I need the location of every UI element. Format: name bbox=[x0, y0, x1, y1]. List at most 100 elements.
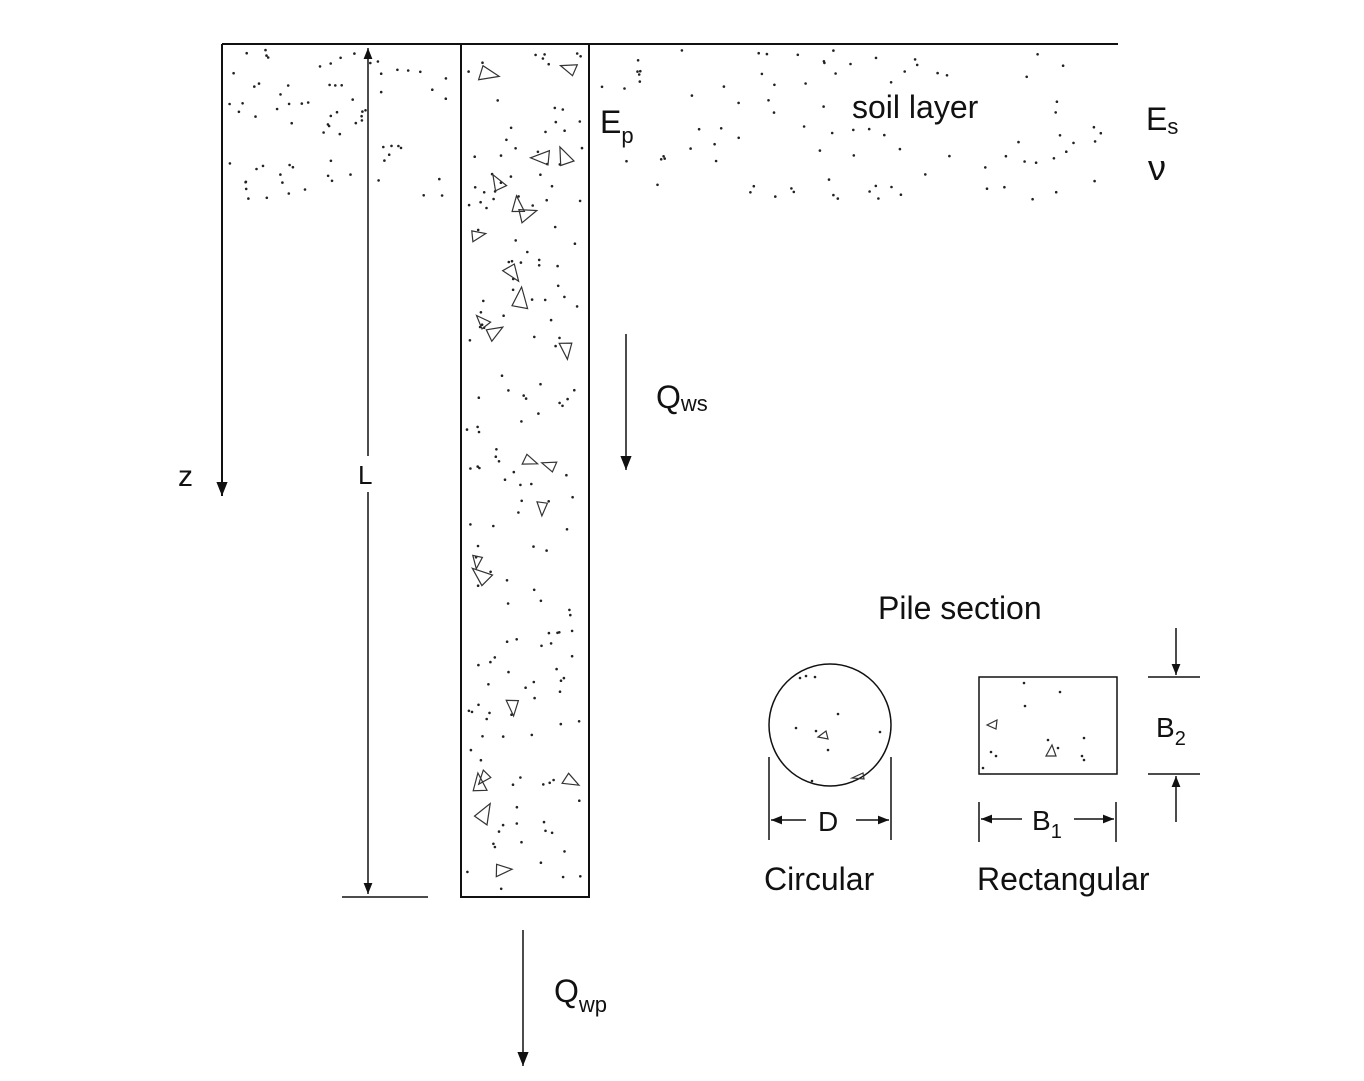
pile bbox=[460, 43, 590, 898]
stipple-dot bbox=[566, 397, 569, 401]
stipple-dot bbox=[467, 70, 470, 73]
aggregate-mark bbox=[528, 149, 551, 166]
stipple-dot bbox=[985, 187, 989, 190]
stipple-dot bbox=[1065, 150, 1068, 153]
stipple-dot bbox=[936, 71, 939, 75]
stipple-dot bbox=[360, 114, 363, 118]
stipple-dot bbox=[565, 473, 568, 477]
stipple-dot bbox=[542, 783, 545, 786]
stipple-dot bbox=[561, 875, 565, 879]
stipple-dot bbox=[899, 193, 903, 196]
stipple-dot bbox=[376, 60, 380, 63]
stipple-dot bbox=[505, 579, 509, 582]
stipple-dot bbox=[550, 184, 554, 188]
rectangular-section-texture bbox=[981, 681, 1086, 770]
stipple-dot bbox=[558, 401, 561, 405]
stipple-dot bbox=[1072, 141, 1075, 145]
stipple-dot bbox=[802, 125, 806, 128]
stipple-dot bbox=[354, 121, 358, 125]
stipple-dot bbox=[898, 147, 902, 151]
stipple-dot bbox=[1004, 154, 1008, 158]
soil-layer-label: soil layer bbox=[852, 89, 979, 125]
stipple-dot bbox=[338, 132, 342, 136]
stipple-dot bbox=[561, 404, 564, 408]
stipple-dot bbox=[852, 128, 855, 132]
stipple-dot bbox=[578, 120, 582, 123]
stipple-dot bbox=[553, 225, 557, 229]
stipple-dot bbox=[822, 105, 825, 108]
stipple-dot bbox=[493, 845, 497, 849]
stipple-dot bbox=[509, 126, 513, 130]
stipple-dot bbox=[444, 77, 448, 80]
stipple-dot bbox=[563, 129, 566, 132]
stipple-dot bbox=[680, 49, 684, 52]
stipple-dot bbox=[600, 85, 604, 89]
stipple-dot bbox=[399, 146, 403, 150]
stipple-dot bbox=[573, 388, 576, 392]
stipple-dot bbox=[547, 500, 550, 503]
stipple-dot bbox=[335, 110, 339, 114]
stipple-dot bbox=[536, 150, 540, 154]
stipple-dot bbox=[507, 260, 511, 264]
stipple-dot bbox=[543, 53, 546, 56]
stipple-dot bbox=[874, 56, 878, 60]
stipple-dot bbox=[499, 154, 503, 157]
aggregate-mark bbox=[473, 802, 492, 826]
stipple-dot bbox=[636, 70, 639, 73]
stipple-dot bbox=[539, 173, 542, 176]
stipple-dot bbox=[468, 339, 472, 342]
stipple-dot bbox=[287, 102, 291, 106]
stipple-dot bbox=[506, 602, 510, 605]
stipple-dot bbox=[497, 460, 501, 463]
stipple-dot bbox=[497, 830, 501, 833]
stipple-dot bbox=[533, 335, 536, 339]
stipple-dot bbox=[477, 703, 480, 707]
stipple-dot bbox=[659, 158, 663, 161]
stipple-dot bbox=[487, 683, 490, 686]
aggregate-mark bbox=[501, 263, 520, 283]
stipple-dot bbox=[579, 875, 582, 878]
stipple-dot bbox=[479, 758, 483, 762]
stipple-dot bbox=[477, 396, 481, 400]
stipple-dot bbox=[469, 748, 473, 752]
stipple-dot bbox=[264, 48, 267, 52]
stipple-dot bbox=[481, 61, 484, 64]
stipple-dot bbox=[852, 154, 856, 157]
stipple-dot bbox=[485, 206, 488, 210]
stipple-dot bbox=[877, 197, 880, 200]
stipple-dot bbox=[537, 412, 540, 415]
stipple-dot bbox=[257, 82, 261, 85]
poisson-ratio-label: ν bbox=[1148, 147, 1166, 188]
stipple-dot bbox=[470, 710, 474, 714]
stipple-dot bbox=[637, 73, 641, 76]
stipple-dot bbox=[539, 599, 543, 603]
stipple-dot bbox=[765, 52, 769, 56]
stipple-dot bbox=[479, 311, 483, 314]
stipple-dot bbox=[579, 55, 582, 58]
b2-label: B2 bbox=[1156, 712, 1186, 750]
stipple-dot bbox=[520, 420, 523, 423]
stipple-dot bbox=[496, 99, 500, 102]
stipple-dot bbox=[476, 465, 480, 468]
stipple-dot bbox=[569, 613, 572, 617]
stipple-dot bbox=[379, 90, 383, 94]
soil-modulus-label: Es bbox=[1146, 101, 1178, 139]
stipple-dot bbox=[265, 54, 268, 57]
stipple-dot bbox=[515, 638, 518, 641]
stipple-dot bbox=[737, 136, 740, 140]
stipple-dot bbox=[534, 53, 537, 57]
stipple-dot bbox=[867, 127, 871, 131]
stipple-dot bbox=[512, 470, 516, 474]
stipple-dot bbox=[275, 107, 279, 111]
stipple-dot bbox=[1054, 111, 1057, 114]
stipple-dot bbox=[1036, 53, 1039, 56]
stipple-dot bbox=[575, 305, 579, 308]
stipple-dot bbox=[476, 544, 480, 548]
stipple-dot bbox=[288, 163, 291, 167]
stipple-dot bbox=[722, 85, 726, 88]
z-axis-label: z bbox=[178, 460, 193, 493]
stipple-dot bbox=[322, 131, 325, 134]
aggregate-mark bbox=[559, 145, 576, 167]
stipple-dot bbox=[499, 887, 503, 891]
stipple-dot bbox=[544, 130, 547, 134]
